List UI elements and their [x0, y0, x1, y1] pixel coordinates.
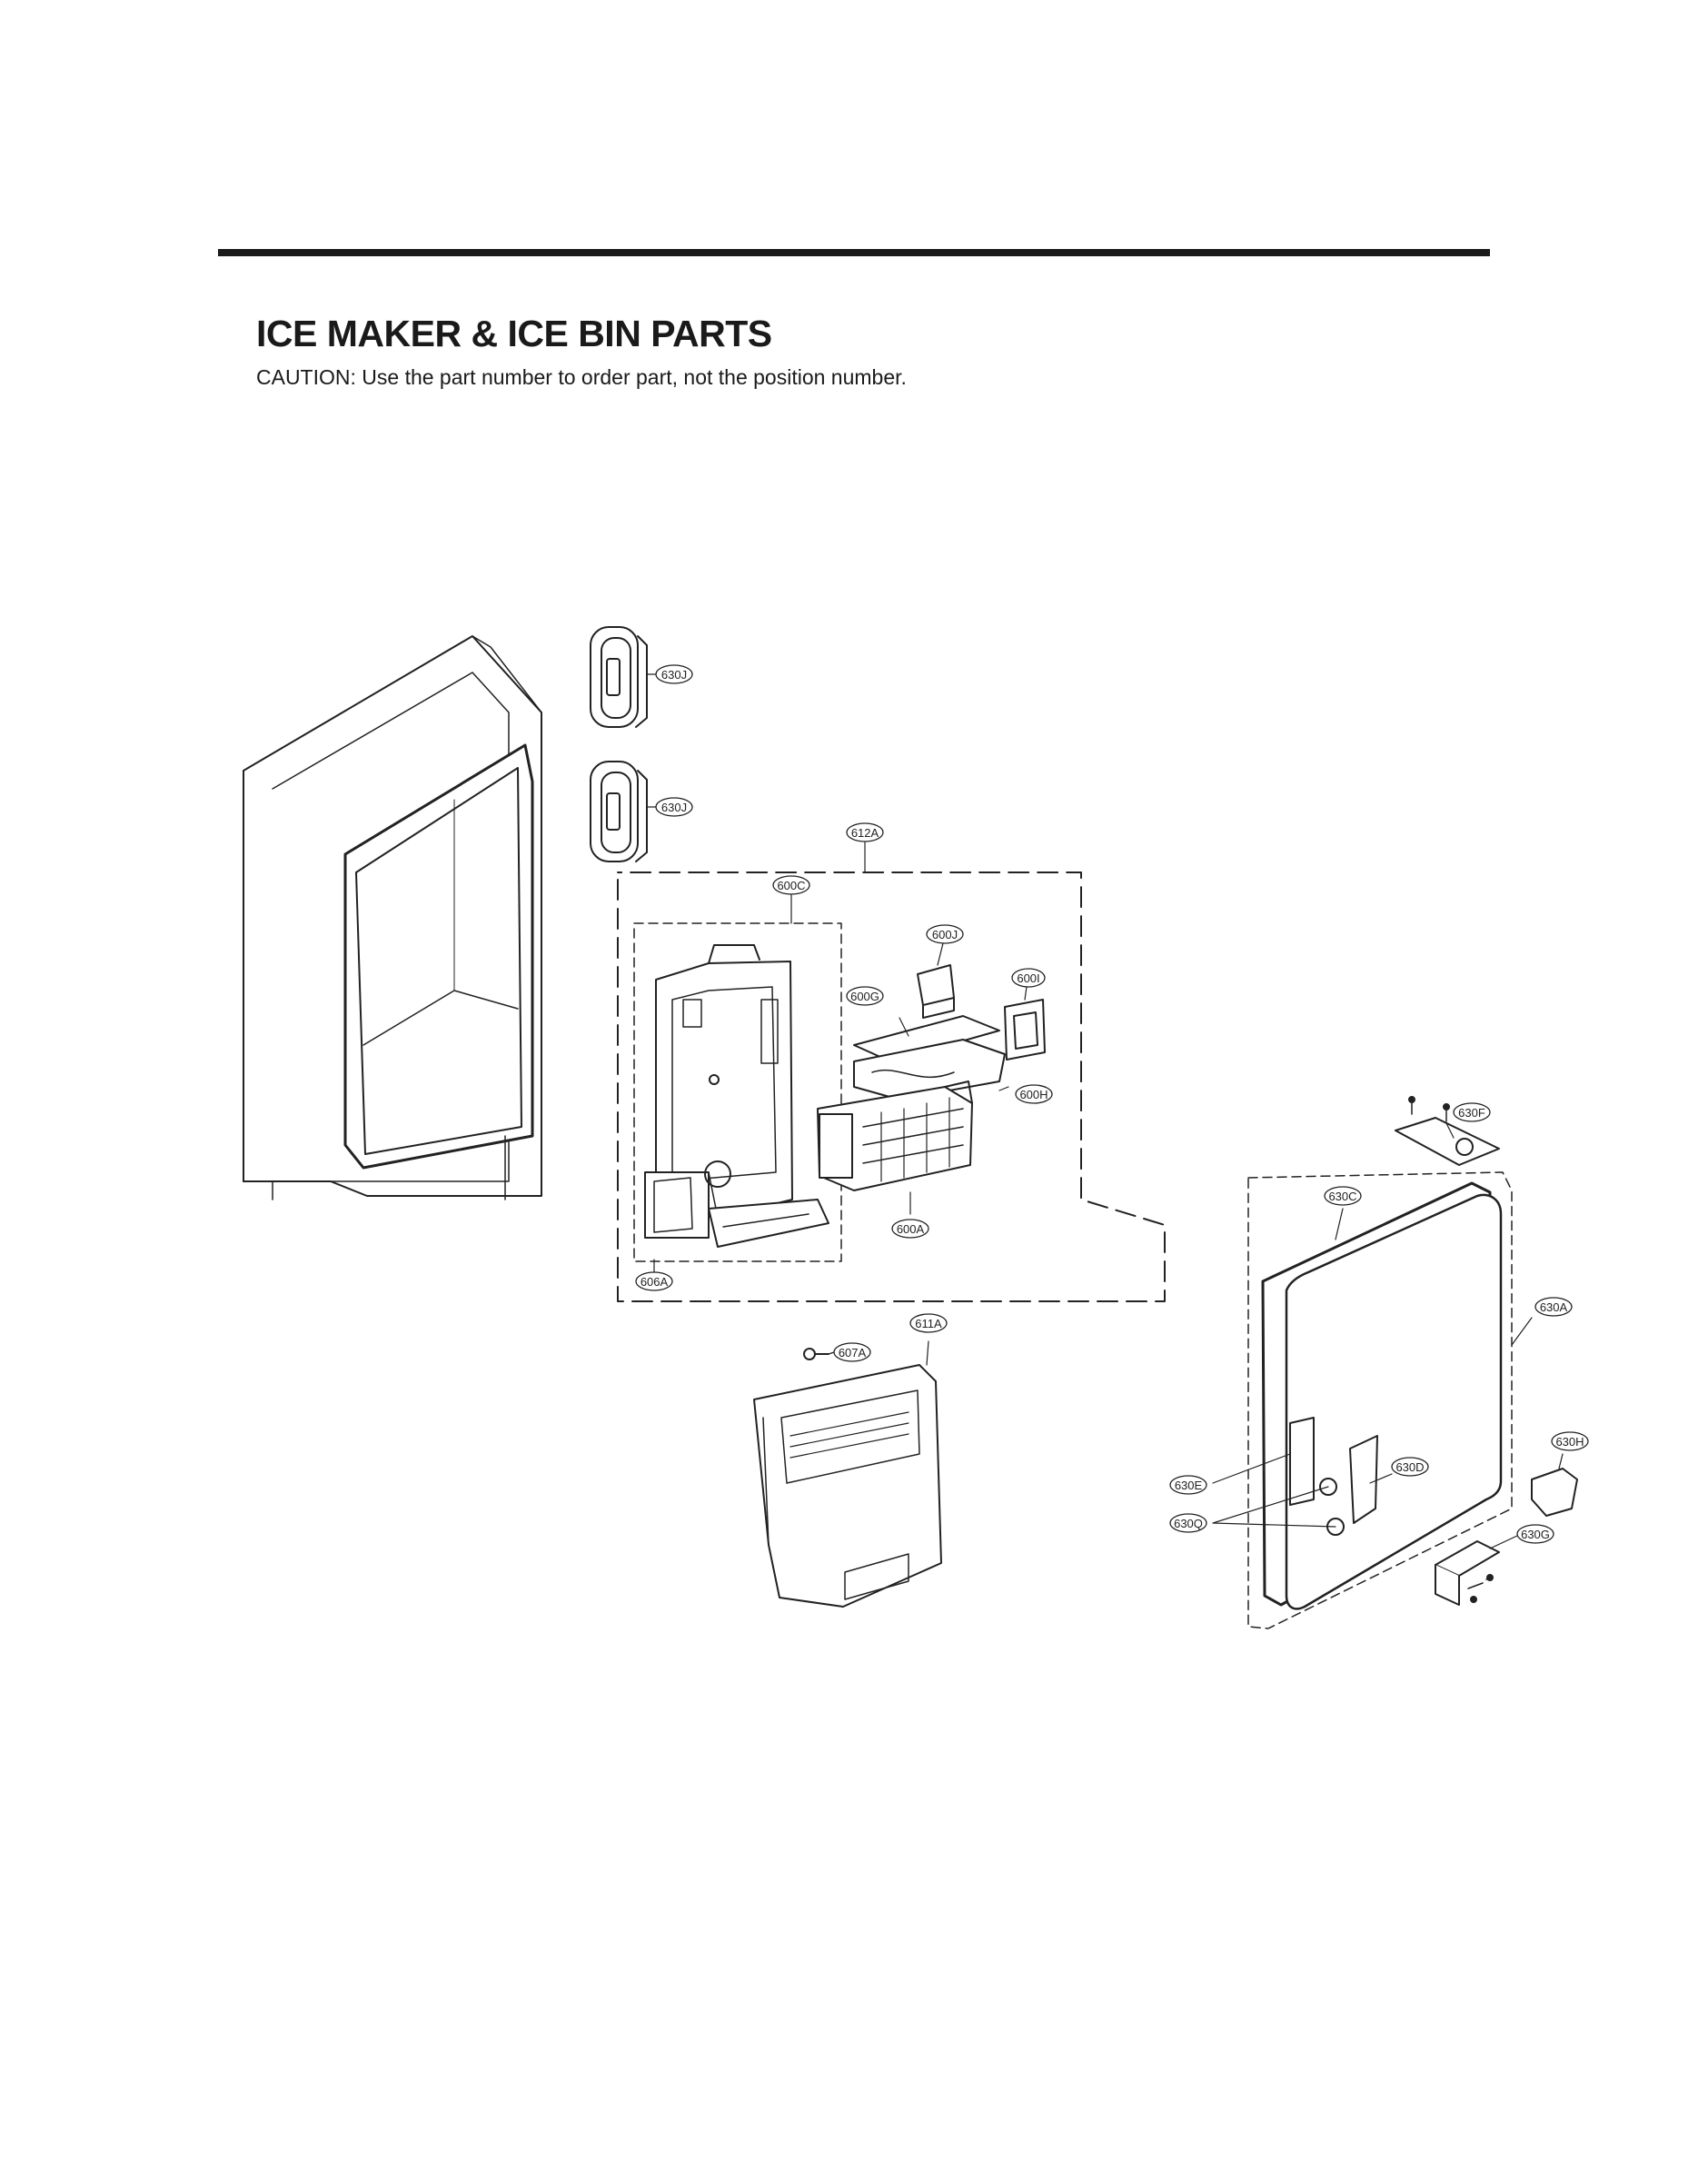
- svg-text:630Q: 630Q: [1174, 1517, 1203, 1530]
- callout-612A: 612A: [846, 822, 884, 842]
- callout-630J-upper: 630J: [655, 664, 693, 684]
- callout-630A: 630A: [1534, 1297, 1573, 1317]
- svg-text:600A: 600A: [897, 1222, 925, 1236]
- hinge-630E: [1289, 1417, 1315, 1506]
- hinge-630F: [1395, 1096, 1500, 1166]
- part-600G: [853, 1015, 1006, 1100]
- caution-note: CAUTION: Use the part number to order pa…: [256, 365, 907, 389]
- callout-630G: 630G: [1516, 1524, 1554, 1544]
- hinge-630G: [1435, 1540, 1500, 1606]
- svg-text:600G: 600G: [850, 990, 879, 1003]
- svg-text:630D: 630D: [1395, 1460, 1424, 1474]
- svg-text:630J: 630J: [661, 668, 687, 682]
- svg-text:600H: 600H: [1019, 1088, 1048, 1101]
- callout-600G: 600G: [846, 986, 884, 1006]
- callout-607A: 607A: [833, 1342, 871, 1362]
- ice-maker-600A: [817, 1081, 973, 1191]
- svg-text:630E: 630E: [1175, 1479, 1203, 1492]
- door-assembly-630A-outline: [1247, 1171, 1513, 1629]
- callout-600A: 600A: [891, 1219, 929, 1239]
- callout-600J: 600J: [926, 924, 964, 944]
- svg-text:630F: 630F: [1458, 1106, 1485, 1120]
- clip-630H: [1531, 1468, 1578, 1517]
- svg-text:611A: 611A: [915, 1317, 942, 1330]
- callout-606A: 606A: [635, 1271, 673, 1291]
- callout-630H: 630H: [1551, 1431, 1589, 1451]
- svg-text:606A: 606A: [640, 1275, 669, 1289]
- callout-611A: 611A: [909, 1313, 948, 1333]
- callout-630C: 630C: [1324, 1186, 1362, 1206]
- assembly-600C-outline: [633, 922, 842, 1262]
- svg-text:607A: 607A: [839, 1346, 867, 1359]
- callout-630J-lower: 630J: [655, 797, 693, 817]
- svg-text:630G: 630G: [1521, 1528, 1550, 1541]
- part-600I: [1004, 999, 1046, 1061]
- callout-630Q: 630Q: [1169, 1513, 1207, 1533]
- callout-630F: 630F: [1453, 1102, 1491, 1122]
- ice-maker-housing-600C: [644, 944, 829, 1248]
- ice-bin-611A: [753, 1364, 942, 1608]
- part-600J: [917, 964, 955, 1019]
- latch-630D: [1319, 1435, 1378, 1536]
- refrigerator-door: [243, 635, 542, 1200]
- svg-text:600I: 600I: [1017, 971, 1039, 985]
- callout-600I: 600I: [1011, 968, 1046, 988]
- svg-text:630A: 630A: [1540, 1300, 1568, 1314]
- header-rule: [218, 249, 1490, 256]
- svg-text:630H: 630H: [1555, 1435, 1584, 1449]
- svg-text:630C: 630C: [1328, 1190, 1356, 1203]
- screw-607A: [803, 1348, 829, 1360]
- svg-text:612A: 612A: [851, 826, 879, 840]
- callout-600C: 600C: [772, 875, 810, 895]
- assembly-612A-outline: [617, 871, 1166, 1302]
- page-title: ICE MAKER & ICE BIN PARTS: [256, 313, 772, 354]
- ice-door-630A: [1285, 1193, 1503, 1610]
- svg-text:600C: 600C: [777, 879, 805, 892]
- callout-630E: 630E: [1169, 1475, 1207, 1495]
- callout-630D: 630D: [1391, 1457, 1429, 1477]
- svg-text:630J: 630J: [661, 801, 687, 814]
- svg-text:600J: 600J: [932, 928, 958, 941]
- leader-lines: [646, 673, 1564, 1549]
- bracket-630J-upper: [590, 626, 648, 728]
- callout-600H: 600H: [1015, 1084, 1053, 1104]
- bracket-630J-lower: [590, 761, 648, 862]
